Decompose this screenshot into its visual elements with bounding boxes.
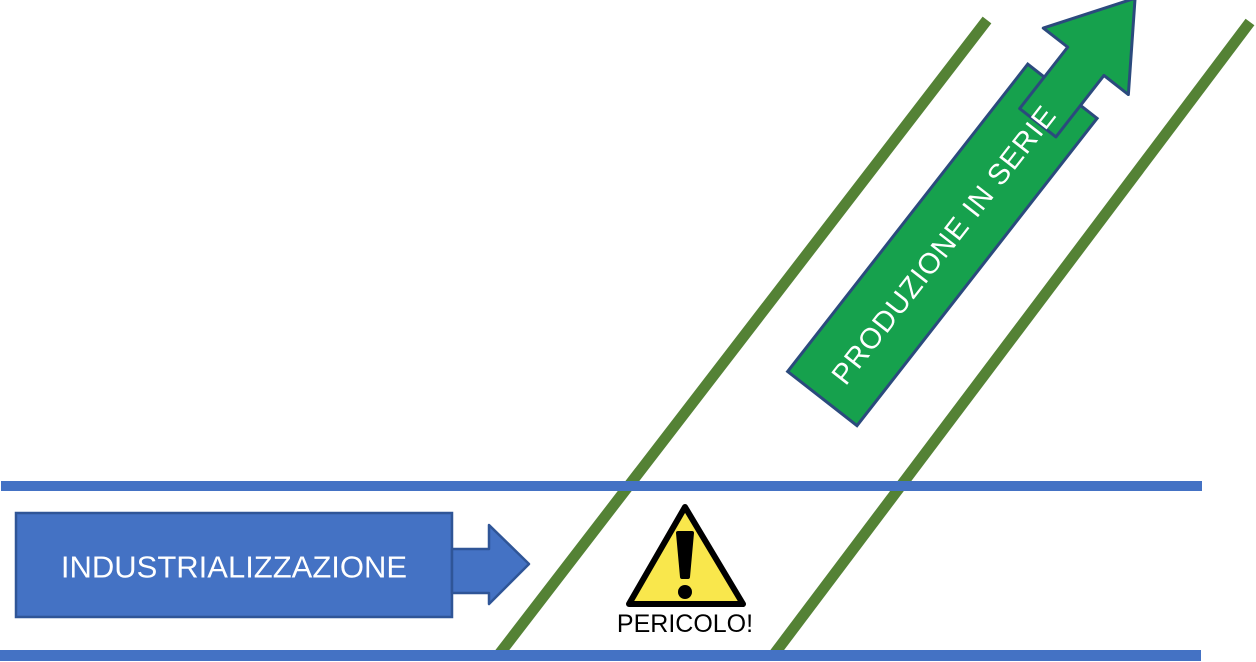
warning-exclamation-bar [676,531,694,579]
warning-exclamation-dot [678,585,692,599]
mass-production-label: PRODUZIONE IN SERIE [826,100,1063,391]
industrialization-arrowhead [450,523,531,606]
mass-production-arrowhead [1018,0,1137,139]
branch-line-right [767,18,1255,661]
industrialization-box [14,511,454,619]
track-line-top [1,481,1202,491]
track-line-bottom [0,650,1201,661]
industrialization-label: INDUSTRIALIZZAZIONE [61,550,407,585]
danger-label: PERICOLO! [617,610,753,638]
branch-line-left [492,16,992,661]
